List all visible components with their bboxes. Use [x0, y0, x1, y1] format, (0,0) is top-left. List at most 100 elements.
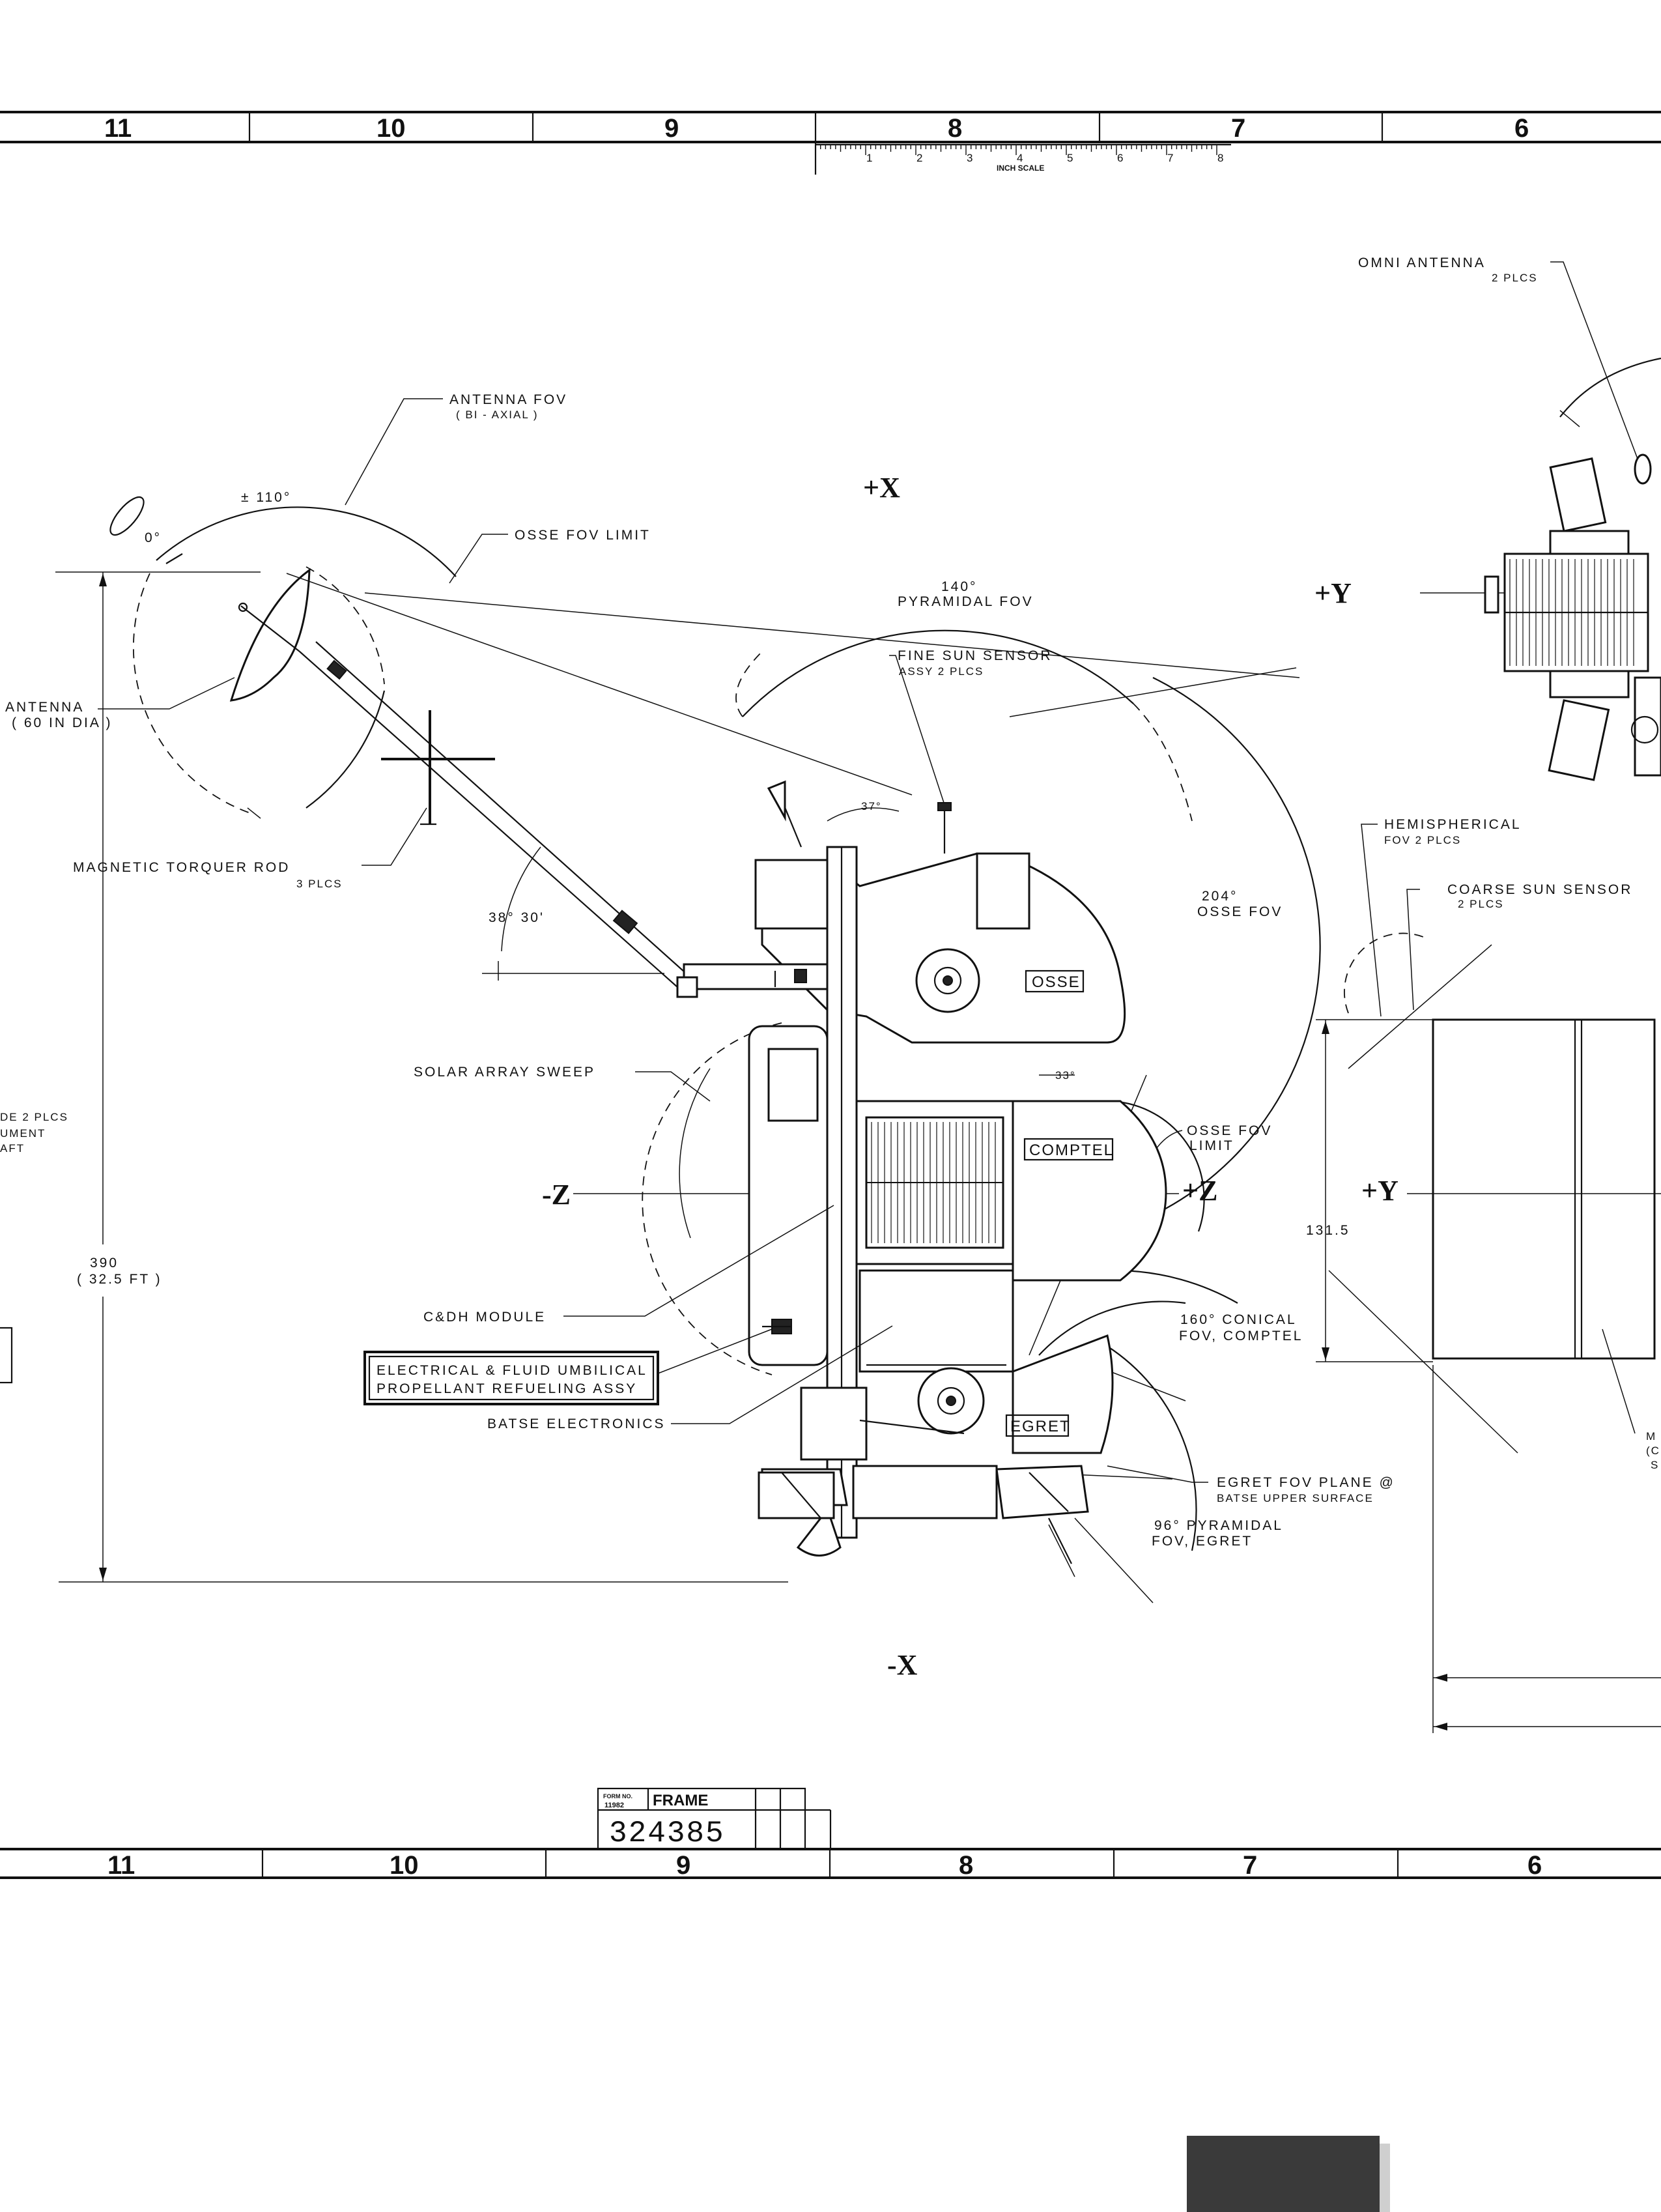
inch-scale-label: INCH SCALE: [997, 164, 1044, 173]
inch-scale: 1 2 3 4 5 6 7 8 INCH SCALE: [815, 143, 1231, 173]
magnetic-torquer-label: MAGNETIC TORQUER ROD: [73, 860, 290, 875]
zone-bottom-10: 10: [390, 1851, 419, 1880]
axis-minus-x: -X: [887, 1649, 918, 1681]
right-partial-2: (C: [1646, 1444, 1660, 1457]
angle-33-label: 33°: [1055, 1069, 1076, 1082]
egret-96-label: FOV, EGRET: [1152, 1534, 1253, 1549]
cdh-module-callout: C&DH MODULE: [423, 1205, 834, 1325]
zone-top-9: 9: [664, 114, 679, 143]
batse-electronics-label: BATSE ELECTRONICS: [487, 1416, 666, 1431]
antenna-fov-label: ANTENNA FOV: [449, 392, 567, 407]
umbilical-label-2: PROPELLANT REFUELING ASSY: [376, 1381, 637, 1396]
right-partial-3: S: [1651, 1459, 1659, 1471]
axis-plus-y-top: +Y: [1314, 577, 1352, 609]
egret-96-value: 96° PYRAMIDAL: [1154, 1518, 1283, 1533]
pyramidal-140-value: 140°: [941, 579, 977, 594]
osse-204-value: 204°: [1202, 889, 1238, 904]
zone-top-8: 8: [948, 114, 962, 143]
osse-fov-204: 204° OSSE FOV: [1107, 677, 1321, 1232]
comptel-box-label: COMPTEL: [1029, 1142, 1114, 1159]
left-partial-box: [0, 1327, 13, 1384]
magnetic-torquer-callout: MAGNETIC TORQUER ROD 3 PLCS: [73, 807, 427, 890]
left-partial-2: UMENT: [0, 1127, 46, 1140]
osse-box: OSSE: [1025, 970, 1085, 993]
zone-bottom-9: 9: [676, 1851, 690, 1880]
coarse-sun-sensor-label: COARSE SUN SENSOR: [1447, 882, 1632, 897]
osse-204-label: OSSE FOV: [1197, 904, 1283, 919]
comptel-160-label: FOV, COMPTEL: [1179, 1329, 1303, 1343]
zone-top-11: 11: [104, 114, 132, 143]
zone-bottom-7: 7: [1243, 1851, 1257, 1880]
inch-scale-num-8: 8: [1217, 152, 1225, 164]
egret-fov: EGRET FOV PLANE @ BATSE UPPER SURFACE 96…: [1029, 1342, 1393, 1603]
scan-artifact: [1187, 2136, 1380, 2212]
magnetic-torquer-sub: 3 PLCS: [296, 878, 343, 890]
hemispherical-fov-sub: FOV 2 PLCS: [1384, 834, 1461, 846]
spacecraft-body: [676, 780, 1167, 1564]
inch-scale-num-4: 4: [1017, 152, 1024, 164]
comptel-box: COMPTEL: [1023, 1138, 1114, 1161]
angle-110-label: ± 110°: [241, 490, 291, 505]
inch-scale-num-2: 2: [916, 152, 924, 164]
comptel-conical-fov: 160° CONICAL FOV, COMPTEL: [1029, 1074, 1303, 1401]
zone-top-10: 10: [376, 114, 406, 143]
dim-390-ft: ( 32.5 FT ): [77, 1272, 162, 1287]
zone-bottom-6: 6: [1527, 1851, 1542, 1880]
umbilical-callout: ELECTRICAL & FLUID UMBILICAL PROPELLANT …: [363, 1329, 773, 1405]
frame-block: FORM NO. 11982 FRAME 324385: [597, 1787, 832, 1850]
axis-minus-z: -Z: [542, 1179, 571, 1211]
left-partial-1: DE 2 PLCS: [0, 1111, 68, 1123]
inch-scale-num-5: 5: [1067, 152, 1074, 164]
dim-390-value: 390: [90, 1256, 119, 1271]
angle-38-30: 38° 30': [482, 846, 664, 981]
osse-fov-limit-2-sub: LIMIT: [1189, 1138, 1234, 1153]
top-zone-border: 11 10 9 8 7 6: [0, 111, 1661, 175]
antenna-sub: ( 60 IN DIA ): [12, 715, 113, 730]
angle-37-label: 37°: [861, 800, 882, 812]
omni-antenna-label: OMNI ANTENNA: [1358, 255, 1486, 270]
angle-38-30-label: 38° 30': [489, 910, 545, 925]
solar-array-sweep-label: SOLAR ARRAY SWEEP: [414, 1065, 595, 1080]
fine-sun-sensor-callout: FINE SUN SENSOR ASSY 2 PLCS 37°: [827, 648, 1053, 822]
osse-fov-limit-2: OSSE FOV LIMIT: [1152, 1123, 1272, 1154]
pyramidal-fov-140: 140° PYRAMIDAL FOV: [735, 579, 1193, 822]
egret-box-label: EGRET: [1010, 1418, 1071, 1435]
antenna-fov-sub: ( BI - AXIAL ): [456, 409, 539, 421]
dimension-390: 390 ( 32.5 FT ): [55, 571, 788, 1583]
comptel-160-value: 160° CONICAL: [1180, 1312, 1297, 1327]
fine-sun-sensor-label: FINE SUN SENSOR: [898, 648, 1053, 663]
osse-fov-limit-label: OSSE FOV LIMIT: [515, 528, 651, 543]
antenna-label: ANTENNA: [5, 700, 84, 715]
left-partial-3: AFT: [0, 1142, 25, 1155]
antenna-callout: ANTENNA ( 60 IN DIA ): [5, 677, 235, 730]
antenna-fov-callout: ANTENNA FOV ( BI - AXIAL ): [345, 392, 567, 506]
cdh-module-label: C&DH MODULE: [423, 1310, 546, 1325]
inch-scale-num-7: 7: [1167, 152, 1174, 164]
egret-fov-plane-sub: BATSE UPPER SURFACE: [1217, 1492, 1374, 1504]
zone-top-6: 6: [1514, 114, 1529, 143]
zone-bottom-8: 8: [959, 1851, 973, 1880]
high-gain-antenna-assembly: 0° ± 110°: [109, 490, 691, 988]
coarse-sun-sensor-sub: 2 PLCS: [1458, 898, 1504, 910]
omni-antenna-sub: 2 PLCS: [1492, 272, 1538, 284]
fov-sight-lines: [286, 573, 1300, 796]
inch-scale-num-3: 3: [967, 152, 974, 164]
zone-top-7: 7: [1231, 114, 1245, 143]
angle-0-label: 0°: [145, 530, 162, 545]
frame-form-code: 11982: [604, 1802, 624, 1809]
osse-fov-limit-2-label: OSSE FOV: [1187, 1123, 1272, 1138]
egret-box: EGRET: [1005, 1414, 1071, 1437]
right-view-top: OMNI ANTENNA 2 PLCS: [1358, 255, 1661, 781]
right-view-bottom: HEMISPHERICAL FOV 2 PLCS COARSE SUN SENS…: [1306, 817, 1661, 1733]
axis-plus-y-mid: +Y: [1361, 1175, 1398, 1207]
pyramidal-140-label: PYRAMIDAL FOV: [898, 594, 1034, 609]
frame-number: 324385: [609, 1817, 725, 1850]
solar-array-sweep: SOLAR ARRAY SWEEP: [414, 1022, 782, 1375]
inch-scale-num-1: 1: [866, 152, 873, 164]
batse-electronics-callout: BATSE ELECTRONICS: [487, 1325, 893, 1431]
osse-fov-limit-callout: OSSE FOV LIMIT: [449, 528, 651, 584]
right-partial-1: M: [1646, 1430, 1656, 1443]
umbilical-label-1: ELECTRICAL & FLUID UMBILICAL: [376, 1363, 647, 1378]
fine-sun-sensor-sub: ASSY 2 PLCS: [899, 665, 984, 678]
